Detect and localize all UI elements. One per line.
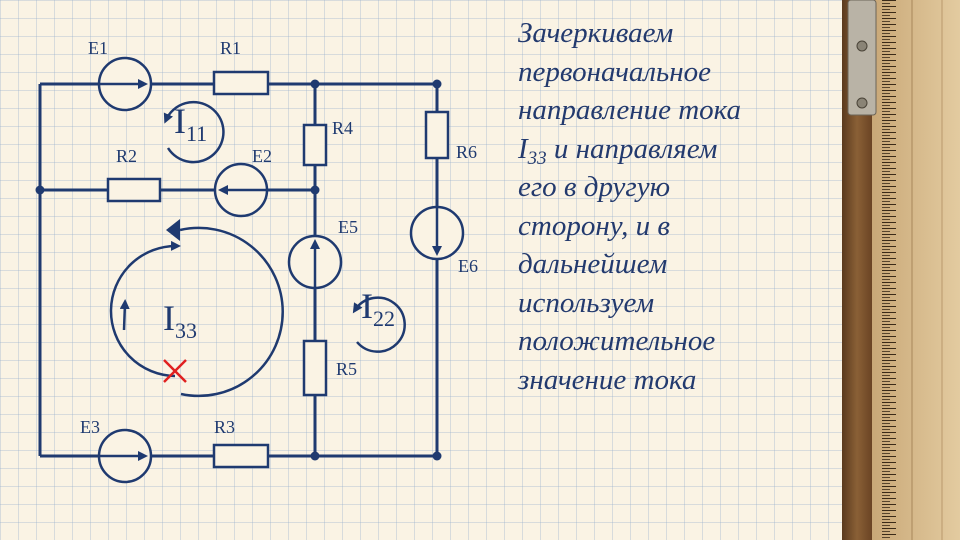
resistor-r5	[302, 339, 328, 397]
caption-line: положительное	[518, 325, 716, 357]
red-x-cross-icon	[163, 359, 187, 383]
caption-line: используем	[518, 286, 655, 319]
source-e2	[213, 162, 269, 218]
source-e3	[97, 428, 153, 484]
loop-label-i22: I22	[361, 286, 395, 331]
label-e2: E2	[252, 146, 272, 166]
i33-arrowhead	[166, 219, 180, 241]
loop-arrow-i33-inner	[109, 240, 181, 378]
caption-line: значение тока	[518, 363, 697, 396]
source-e1	[97, 56, 153, 112]
resistor-r1	[212, 70, 270, 96]
source-e6	[409, 205, 465, 261]
resistor-r6	[424, 110, 450, 160]
caption-line: направление тока	[518, 94, 742, 126]
label-r4: R4	[332, 118, 353, 138]
label-e3: E3	[80, 417, 100, 437]
loop-arrow-i33-tail	[119, 299, 130, 331]
caption-line: первоначальное	[518, 55, 712, 88]
label-r6: R6	[456, 142, 477, 162]
loop-arrow-i33-outer	[179, 226, 284, 398]
label-r3: R3	[214, 417, 235, 437]
loop-arrow-i22	[352, 296, 406, 353]
resistor-r3	[212, 443, 270, 469]
junction-dots	[35, 79, 442, 461]
label-r2: R2	[116, 146, 137, 166]
wires	[38, 82, 439, 458]
resistor-r2	[106, 177, 162, 203]
loop-label-i33: I33	[163, 298, 197, 343]
loop-label-i11: I11	[174, 101, 207, 146]
caption-current-symbol: I	[518, 132, 528, 165]
label-r5: R5	[336, 359, 357, 379]
caption-current-index: 33	[527, 147, 547, 169]
resistor-r4	[302, 123, 328, 167]
caption-text: Зачеркиваем первоначальное направление т…	[518, 14, 818, 399]
loop-arrow-i11	[163, 100, 225, 164]
wooden-ruler	[842, 0, 960, 540]
label-r1: R1	[220, 38, 241, 58]
source-e5	[287, 234, 343, 290]
label-e1: E1	[88, 38, 108, 58]
label-e6: E6	[458, 256, 478, 276]
caption-line: дальнейшем	[518, 248, 668, 280]
caption-line: I33 и направляем	[518, 130, 818, 169]
caption-line-rest: и направляем	[546, 132, 718, 165]
caption-line: сторону, и в	[518, 209, 670, 242]
caption-line: его в другую	[518, 171, 671, 203]
caption-line: Зачеркиваем	[518, 17, 674, 49]
label-e5: E5	[338, 217, 358, 237]
